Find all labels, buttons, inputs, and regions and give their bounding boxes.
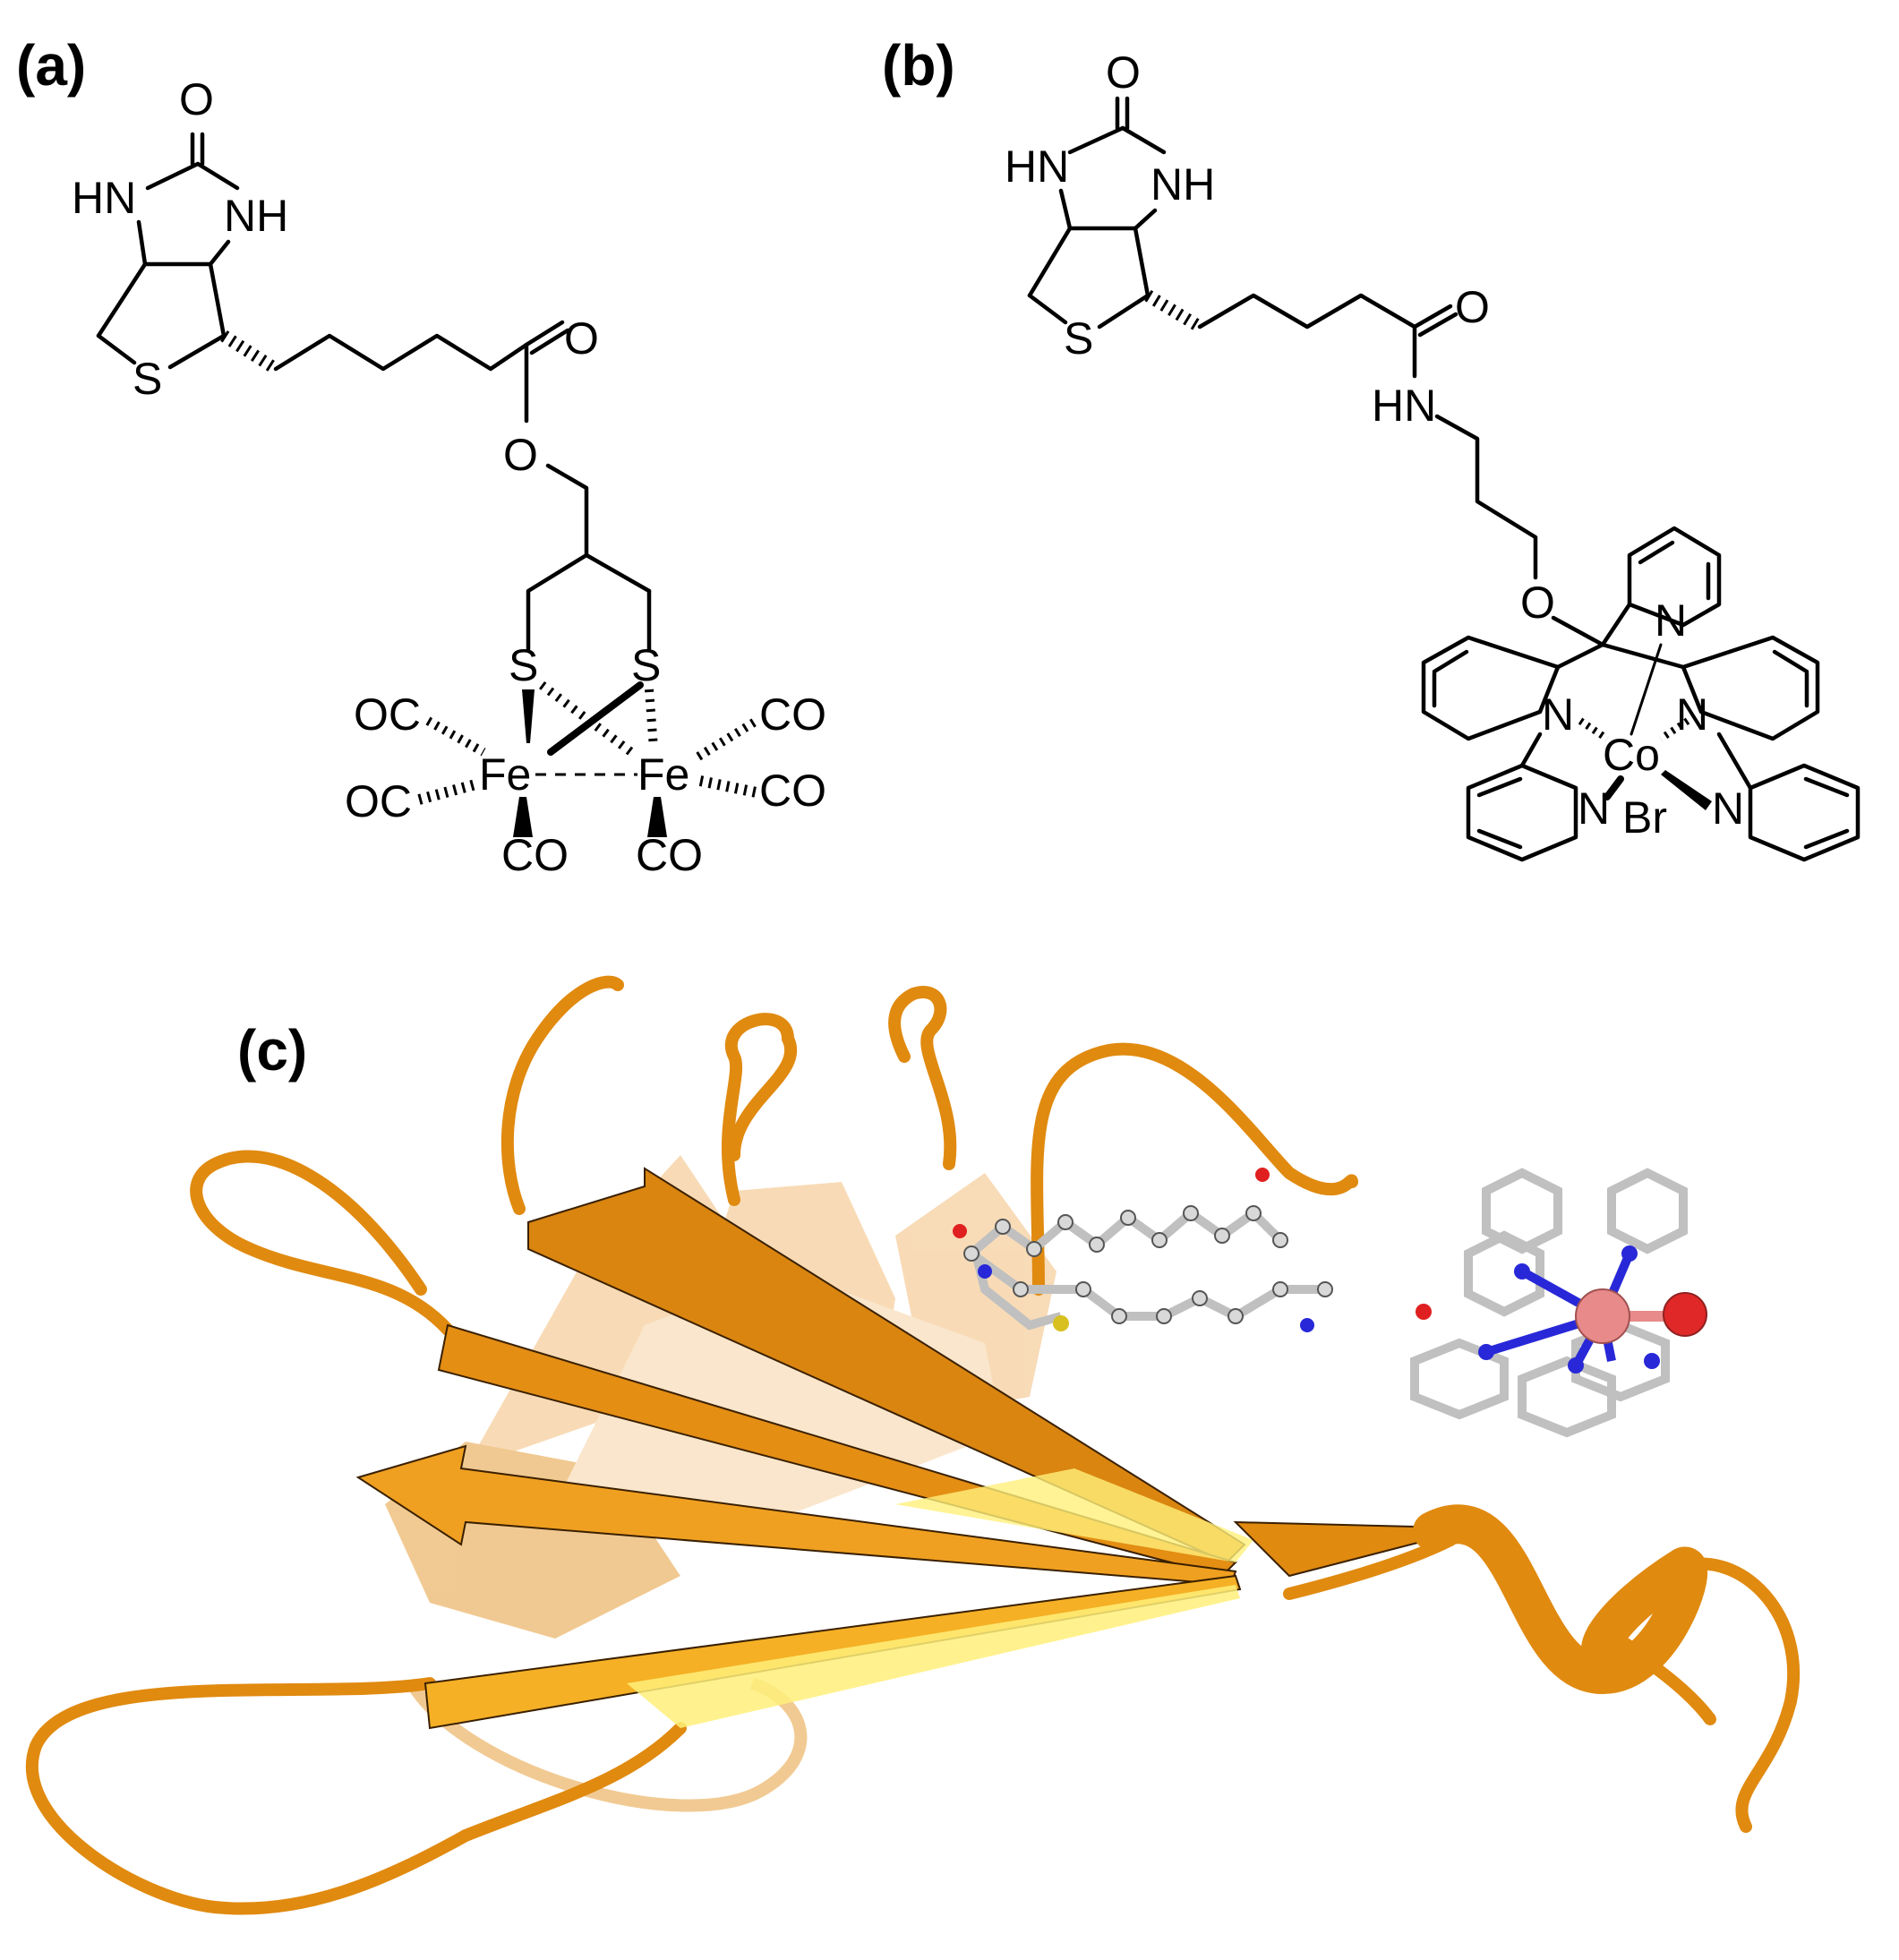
- b-amide-oxygen: O: [1455, 282, 1490, 332]
- b-pyridine-n-bottom-left: N: [1578, 783, 1610, 834]
- a-co-bottom-right: CO: [759, 766, 826, 816]
- a-ring-sulfur: S: [133, 354, 162, 404]
- a-sulfur-left: S: [509, 640, 538, 690]
- b-ether-oxygen: O: [1520, 578, 1555, 628]
- b-nh: NH: [1151, 159, 1215, 210]
- panel-c: (c): [25, 975, 1801, 1915]
- a-oc-top-left: OC: [354, 689, 421, 740]
- a-carbonyl-oxygen: O: [564, 313, 599, 364]
- panel-b-label: (b): [882, 33, 955, 98]
- b-pyridine-n-top: N: [1655, 595, 1687, 646]
- alpha-helix: [1283, 1504, 1801, 1833]
- a-sulfur-right: S: [631, 640, 661, 690]
- b-ring-sulfur: S: [1064, 313, 1093, 364]
- a-iron-right: Fe: [637, 749, 689, 800]
- a-urea-oxygen: O: [179, 74, 214, 124]
- cobalt-sphere: [1575, 1288, 1630, 1344]
- b-urea-oxygen: O: [1106, 47, 1141, 98]
- b-pyridine-n-right: N: [1676, 689, 1708, 740]
- a-oc-bottom-left: OC: [345, 776, 412, 826]
- b-cobalt: Co: [1603, 730, 1660, 780]
- panel-a-label: (a): [16, 33, 86, 98]
- a-iron-left: Fe: [479, 749, 531, 800]
- beta-strands: [355, 1167, 1430, 1730]
- a-co-under-fe-left: CO: [501, 830, 569, 880]
- b-bromine: Br: [1622, 792, 1667, 843]
- a-nh: NH: [224, 191, 288, 241]
- a-ester-oxygen: O: [503, 430, 538, 480]
- a-co-top-right: CO: [759, 689, 826, 740]
- a-hn: HN: [72, 173, 136, 223]
- ligand-ball-and-stick: [953, 1168, 1707, 1438]
- b-hn: HN: [1005, 141, 1069, 192]
- panel-c-label: (c): [237, 1018, 307, 1083]
- panel-a: (a) O HN NH S O O S S F: [16, 33, 826, 880]
- protein-cartoon: [25, 975, 1801, 1915]
- b-pyridine-n-bottom-right: N: [1712, 783, 1744, 834]
- panel-b: (b) O HN NH S O HN O N N: [882, 33, 1861, 862]
- b-amide-hn: HN: [1372, 381, 1436, 431]
- bromine-sphere: [1663, 1292, 1707, 1337]
- a-co-under-fe-right: CO: [636, 830, 703, 880]
- b-pyridine-n-left: N: [1542, 689, 1574, 740]
